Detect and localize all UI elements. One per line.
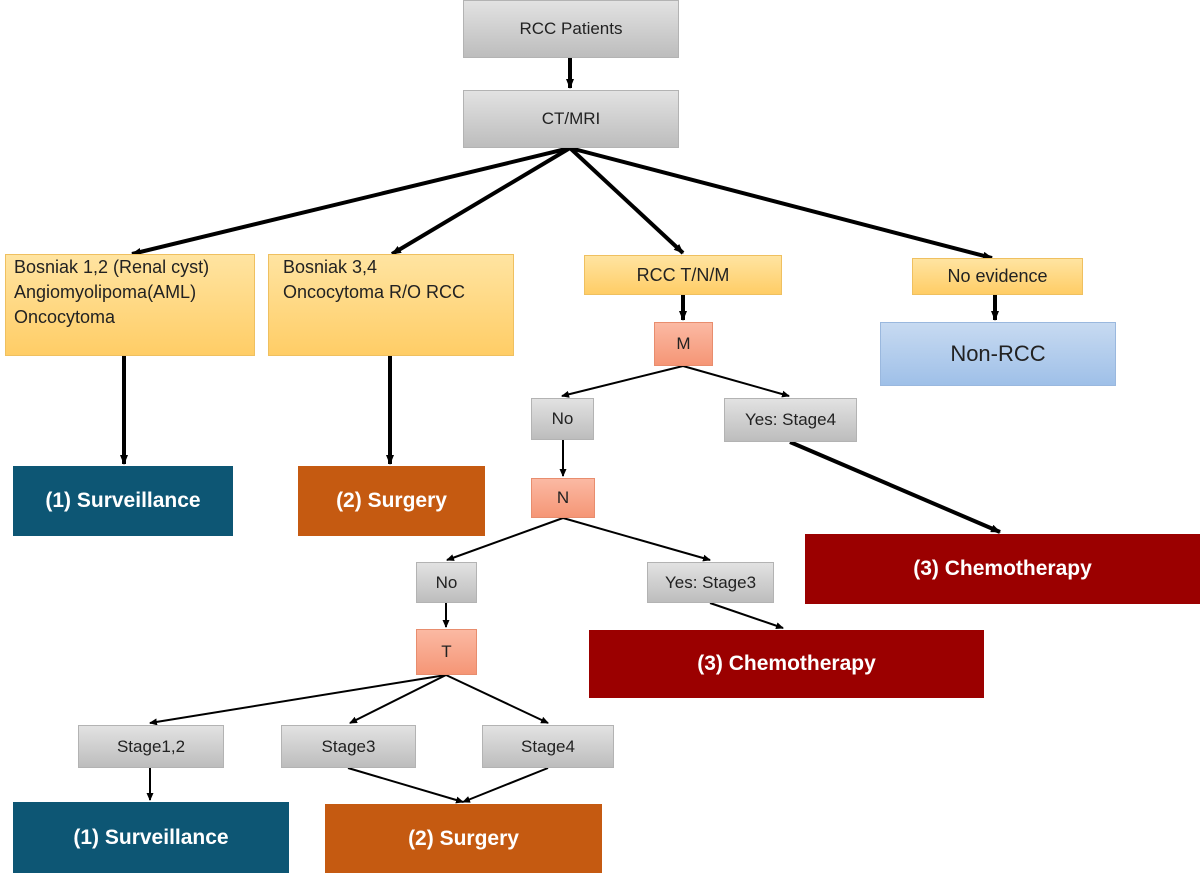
arrow-n-to-yes bbox=[562, 517, 711, 562]
node-m-no: No bbox=[531, 398, 594, 440]
node-non-rcc: Non-RCC bbox=[880, 322, 1116, 386]
arrow-t-to-stage4 bbox=[445, 674, 549, 724]
arrow-n-to-no bbox=[446, 517, 564, 561]
node-ct-mri: CT/MRI bbox=[463, 90, 679, 148]
bosniak12-line2: Angiomyolipoma(AML) bbox=[14, 282, 197, 302]
arrow-yes-stage4-to-chemo bbox=[789, 440, 1001, 534]
arrow-m-to-no bbox=[561, 365, 684, 398]
arrow-ctmri-to-bosniak34 bbox=[390, 146, 572, 256]
outcome-surgery-top: (2) Surgery bbox=[298, 466, 485, 536]
node-no-evidence: No evidence bbox=[912, 258, 1083, 295]
arrow-t-to-stage3 bbox=[349, 674, 447, 724]
arrow-m-to-yes bbox=[682, 365, 790, 398]
node-n-no: No bbox=[416, 562, 477, 603]
arrow-ctmri-to-noevidence bbox=[569, 146, 993, 260]
bosniak12-line1: Bosniak 1,2 (Renal cyst) bbox=[14, 257, 210, 277]
bosniak34-line1: Bosniak 3,4 bbox=[283, 257, 378, 277]
outcome-chemotherapy-middle: (3) Chemotherapy bbox=[589, 630, 984, 698]
bosniak12-line3: Oncocytoma bbox=[14, 307, 116, 327]
node-stage-4: Stage4 bbox=[482, 725, 614, 768]
bosniak34-line2: Oncocytoma R/O RCC bbox=[283, 282, 466, 302]
node-m-yes-stage4: Yes: Stage4 bbox=[724, 398, 857, 442]
outcome-surgery-bottom: (2) Surgery bbox=[325, 804, 602, 873]
node-rcc-patients: RCC Patients bbox=[463, 0, 679, 58]
arrow-stage3-to-surgery bbox=[347, 767, 464, 804]
arrow-stage4-to-surgery bbox=[462, 767, 549, 803]
node-n-yes-stage3: Yes: Stage3 bbox=[647, 562, 774, 603]
arrow-ctmri-to-bosniak12 bbox=[131, 146, 571, 256]
node-bosniak-3-4: Bosniak 3,4 Oncocytoma R/O RCC bbox=[268, 254, 514, 356]
outcome-surveillance-bottom: (1) Surveillance bbox=[13, 802, 289, 873]
arrow-yes-stage3-to-chemo bbox=[709, 602, 784, 630]
node-rcc-tnm: RCC T/N/M bbox=[584, 255, 782, 295]
node-stage-1-2: Stage1,2 bbox=[78, 725, 224, 768]
outcome-surveillance-top: (1) Surveillance bbox=[13, 466, 233, 536]
node-bosniak-1-2: Bosniak 1,2 (Renal cyst) Angiomyolipoma(… bbox=[5, 254, 255, 356]
node-m: M bbox=[654, 322, 713, 366]
node-t: T bbox=[416, 629, 477, 675]
node-stage-3: Stage3 bbox=[281, 725, 416, 768]
arrow-ctmri-to-rcctnm bbox=[568, 146, 685, 255]
node-n: N bbox=[531, 478, 595, 518]
outcome-chemotherapy-right: (3) Chemotherapy bbox=[805, 534, 1200, 604]
arrow-t-to-stage12 bbox=[149, 674, 447, 726]
